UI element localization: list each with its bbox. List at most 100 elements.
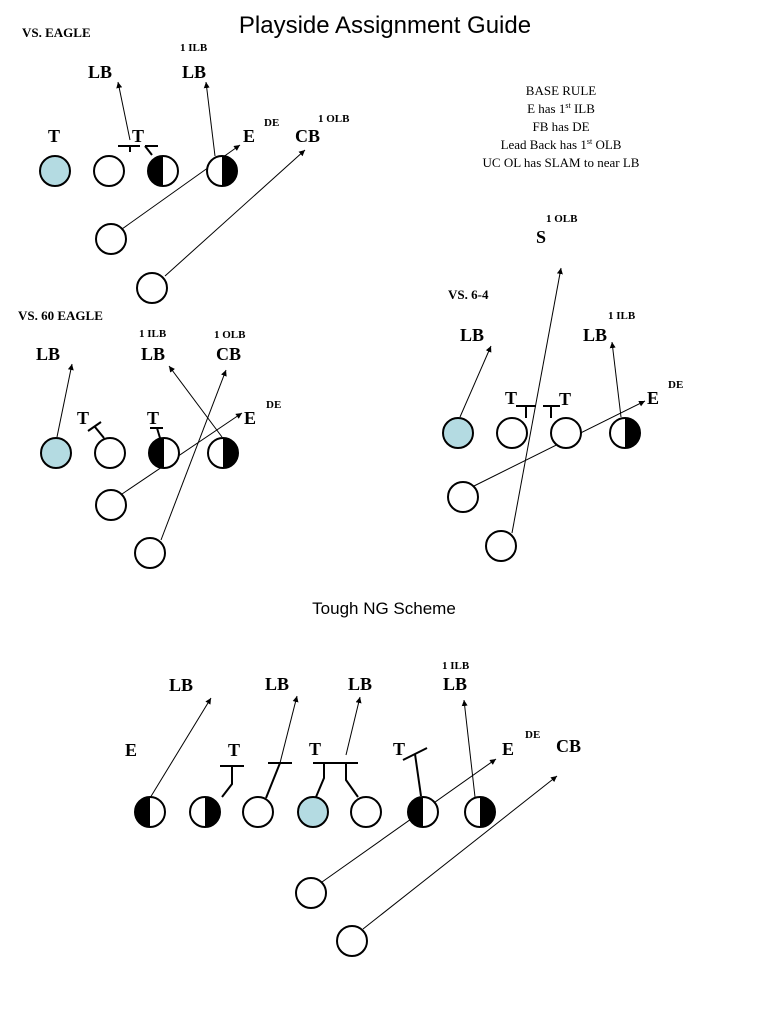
offensive-lineman	[242, 796, 274, 828]
diagram-title-tough-ng: Tough NG Scheme	[312, 599, 456, 618]
center-player	[297, 796, 329, 828]
base-rule-line-4: UC OL has SLAM to near LB	[483, 155, 640, 170]
block-mark	[414, 753, 422, 797]
tag-1-olb: 1 OLB	[318, 113, 350, 125]
lead-back	[336, 925, 368, 957]
fullback	[95, 223, 127, 255]
tag-1-olb: 1 OLB	[214, 329, 246, 341]
half-fill	[135, 797, 150, 827]
defender-t-1: T	[228, 740, 240, 760]
route-lead-back-to-cb	[362, 775, 558, 930]
offensive-lineman	[94, 437, 126, 469]
defender-e: E	[244, 408, 256, 428]
center-player	[40, 437, 72, 469]
block-mark	[94, 426, 105, 439]
defender-t-3: T	[393, 739, 405, 759]
defender-t-mid: T	[132, 126, 144, 146]
block-mark	[144, 145, 153, 156]
defender-lb-left: LB	[88, 62, 112, 82]
defender-t-left: T	[505, 388, 517, 408]
defender-lb-3: LB	[348, 674, 372, 694]
defender-t-left: T	[48, 126, 60, 146]
route-lead-back-to-olb	[164, 149, 306, 277]
block-mark	[87, 421, 102, 432]
defender-t-left: T	[77, 408, 89, 428]
base-rule-line-1: E has 1st ILB	[527, 101, 595, 116]
base-rule-line-3: Lead Back has 1st OLB	[501, 137, 622, 152]
base-rule-line-2: FB has DE	[532, 119, 589, 134]
tag-1-olb: 1 OLB	[546, 213, 578, 225]
diagram-title-6-4: VS. 6-4	[448, 287, 489, 302]
defender-e: E	[243, 126, 255, 146]
tag-1-ilb: 1 ILB	[442, 660, 470, 672]
route-tackle-to-ilb	[203, 81, 216, 157]
route-to-lb-3	[345, 696, 362, 756]
center-player	[442, 417, 474, 449]
block-mark	[345, 763, 359, 798]
defender-cb: CB	[556, 736, 581, 756]
lead-back	[136, 272, 168, 304]
defender-lb-right: LB	[182, 62, 206, 82]
half-fill	[625, 418, 640, 448]
route-to-ilb	[609, 341, 622, 418]
offensive-lineman	[496, 417, 528, 449]
diagram-vs-60-eagle: VS. 60 EAGLE LB LB 1 ILB CB 1 OLB T T E …	[18, 308, 281, 569]
half-fill	[205, 797, 220, 827]
fullback	[295, 877, 327, 909]
defender-cb: CB	[295, 126, 320, 146]
defender-lb-2: LB	[265, 674, 289, 694]
half-fill	[148, 156, 163, 186]
defender-t-mid: T	[147, 408, 159, 428]
diagram-vs-6-4: VS. 6-4 S 1 OLB LB LB 1 ILB T T E DE	[442, 213, 683, 562]
half-fill	[223, 438, 238, 468]
half-fill	[480, 797, 495, 827]
defender-lb-1: LB	[169, 675, 193, 695]
block-mark	[221, 766, 233, 798]
base-rule-heading: BASE RULE	[526, 83, 596, 98]
base-rule-box: BASE RULE E has 1st ILB FB has DE Lead B…	[483, 83, 640, 170]
route-fb-to-de	[321, 758, 497, 883]
route-to-lb-1	[149, 697, 212, 799]
block-mark	[315, 763, 325, 798]
block-mark	[265, 762, 281, 799]
defender-t-right: T	[559, 389, 571, 409]
tag-de: DE	[525, 729, 540, 741]
offensive-lineman	[550, 417, 582, 449]
tag-1-ilb: 1 ILB	[608, 310, 636, 322]
fullback	[447, 481, 479, 513]
defender-lb-left: LB	[460, 325, 484, 345]
defender-e-left: E	[125, 740, 137, 760]
route-fb-to-de	[121, 412, 243, 495]
tag-de: DE	[266, 399, 281, 411]
tag-de: DE	[264, 117, 279, 129]
route-to-ilb	[461, 699, 476, 798]
defender-t-2: T	[309, 739, 321, 759]
route-lead-back-to-olb	[511, 267, 563, 534]
center-player	[39, 155, 71, 187]
defender-lb-left: LB	[36, 344, 60, 364]
route-to-lb-2	[279, 695, 299, 764]
defender-e-right: E	[502, 739, 514, 759]
defender-s: S	[536, 227, 546, 247]
diagram-title-eagle: VS. EAGLE	[22, 25, 91, 40]
half-fill	[408, 797, 423, 827]
lead-back	[134, 537, 166, 569]
fullback	[95, 489, 127, 521]
block-mark	[156, 427, 161, 439]
diagram-vs-eagle: VS. EAGLE LB LB 1 ILB T T E DE CB 1 OLB	[22, 25, 350, 304]
half-fill	[222, 156, 237, 186]
lead-back	[485, 530, 517, 562]
tag-de: DE	[668, 379, 683, 391]
route-guard-to-lb	[116, 81, 131, 141]
defender-e: E	[647, 388, 659, 408]
offensive-lineman	[93, 155, 125, 187]
diagram-tough-ng: Tough NG Scheme LB LB LB LB 1 ILB E T T …	[125, 599, 581, 957]
offensive-lineman	[350, 796, 382, 828]
route-to-ilb	[168, 365, 223, 438]
half-fill	[149, 438, 164, 468]
defender-lb-4: LB	[443, 674, 467, 694]
tag-1-ilb: 1 ILB	[180, 42, 208, 54]
defender-lb-mid: LB	[141, 344, 165, 364]
